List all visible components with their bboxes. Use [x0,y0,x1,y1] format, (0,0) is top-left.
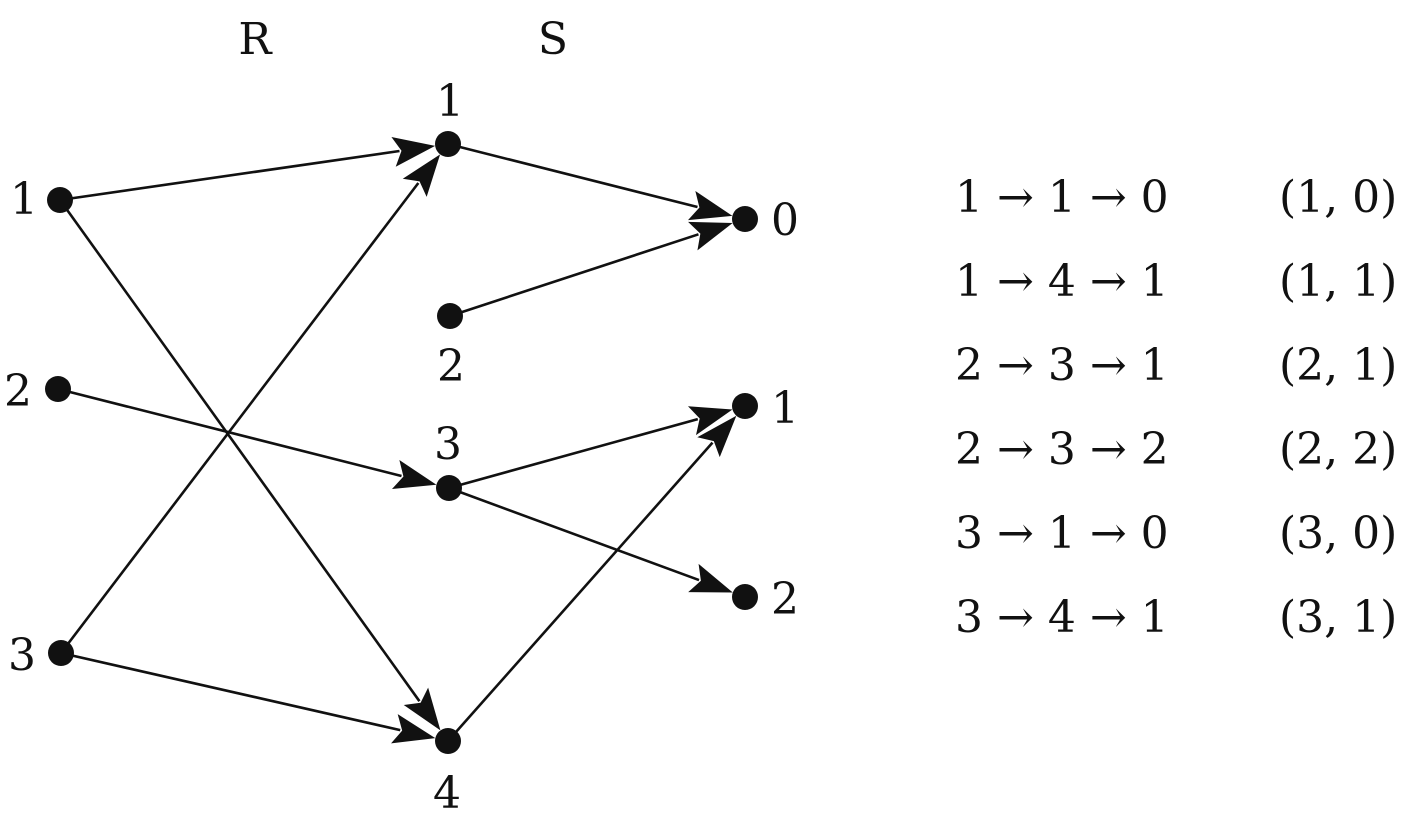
arrowhead-icon [697,415,737,458]
edge-line [59,149,400,202]
middle-node-4 [435,728,461,754]
left-node-1 [47,187,73,213]
middle-node-2 [437,303,463,329]
right-node-2 [732,584,758,610]
left-node-3 [48,640,74,666]
path-expression: 3 → 1 → 0 [955,508,1169,559]
column-heading-r: R [238,14,273,65]
right-node-1 [732,393,758,419]
middle-node-label-3: 3 [434,419,462,470]
arrowhead-icon [391,714,436,744]
edge-M4-N1 [447,415,737,742]
edge-L3-M4 [60,651,436,744]
path-pair: (3, 1) [1279,592,1398,643]
edge-L2-M3 [57,387,437,490]
path-row: 2 → 3 → 1 (2, 1) [955,340,1415,424]
right-node-label-0: 0 [771,195,799,246]
right-node-label-2: 2 [771,574,799,625]
path-pair: (1, 0) [1279,172,1398,223]
arrowhead-icon [403,687,441,731]
path-listing: 1 → 1 → 0 (1, 0) 1 → 4 → 1 (1, 1) 2 → 3 … [955,172,1415,676]
left-node-label-1: 1 [10,174,38,225]
left-node-2 [45,376,71,402]
column-heading-s: S [538,14,568,65]
path-expression: 3 → 4 → 1 [955,592,1169,643]
right-node-0 [732,206,758,232]
path-row: 3 → 1 → 0 (3, 0) [955,508,1415,592]
path-row: 1 → 1 → 0 (1, 0) [955,172,1415,256]
middle-node-label-2: 2 [437,341,465,392]
middle-node-label-1: 1 [436,76,464,127]
right-node-label-1: 1 [771,383,799,434]
path-pair: (1, 1) [1279,256,1398,307]
path-expression: 1 → 1 → 0 [955,172,1169,223]
edge-line [60,651,401,732]
path-pair: (2, 1) [1279,340,1398,391]
edge-M1-N0 [447,142,733,221]
edge-M3-N2 [448,486,733,593]
path-row: 3 → 4 → 1 (3, 1) [955,592,1415,676]
edge-line [448,417,699,490]
edge-line [447,441,714,742]
arrowhead-icon [392,459,437,490]
edge-line [59,182,420,654]
nodes [45,131,758,754]
arrowhead-icon [688,221,733,251]
edge-L3-M1 [59,154,441,654]
edge-M3-N1 [448,406,733,490]
middle-node-3 [436,475,462,501]
edge-line [58,199,421,702]
edge-M2-N0 [449,221,733,318]
arrowhead-icon [402,154,441,197]
path-row: 1 → 4 → 1 (1, 1) [955,256,1415,340]
arrowhead-icon [391,137,436,167]
edge-line [449,233,699,318]
edge-L1-M4 [58,199,441,731]
edge-line [447,142,698,209]
left-node-label-3: 3 [8,630,36,681]
edge-L1-M1 [59,137,436,202]
path-expression: 1 → 4 → 1 [955,256,1169,307]
path-row: 2 → 3 → 2 (2, 2) [955,424,1415,508]
middle-node-1 [435,131,461,157]
arrowhead-icon [688,190,733,221]
edge-line [448,486,700,582]
arrowhead-icon [688,563,733,593]
edges [57,137,737,744]
path-expression: 2 → 3 → 1 [955,340,1169,391]
path-expression: 2 → 3 → 2 [955,424,1169,475]
path-pair: (3, 0) [1279,508,1398,559]
middle-node-label-4: 4 [433,768,461,819]
arrowhead-icon [687,406,733,436]
path-pair: (2, 2) [1279,424,1398,475]
left-node-label-2: 2 [4,366,32,417]
